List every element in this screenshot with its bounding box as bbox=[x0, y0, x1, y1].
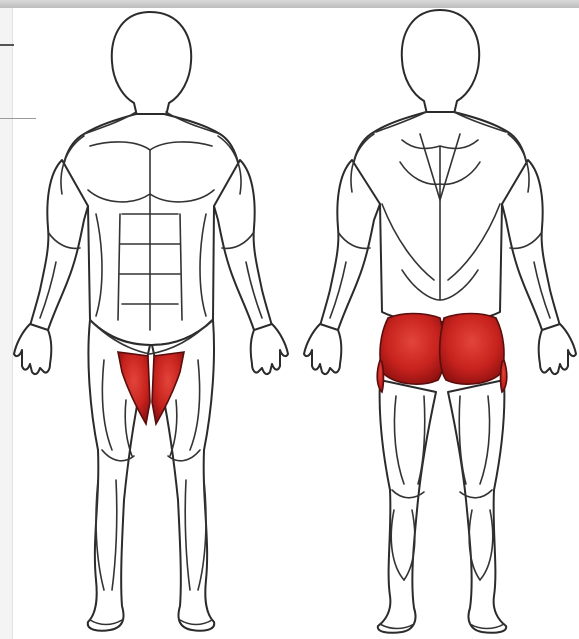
back-gluteus-left bbox=[380, 314, 444, 385]
front-left-hand bbox=[14, 324, 51, 374]
back-gluteus-right bbox=[440, 314, 504, 385]
back-left-leg bbox=[378, 380, 436, 633]
back-gluteus-side-right bbox=[501, 360, 507, 392]
front-right-hand bbox=[251, 324, 288, 374]
back-left-hand bbox=[304, 324, 341, 374]
back-right-hand bbox=[539, 324, 576, 374]
back-right-leg bbox=[448, 380, 506, 633]
back-head bbox=[402, 10, 479, 114]
back-figure bbox=[304, 10, 576, 633]
front-figure bbox=[14, 12, 288, 631]
front-head bbox=[112, 12, 191, 116]
back-gluteus-side-left bbox=[377, 360, 383, 392]
